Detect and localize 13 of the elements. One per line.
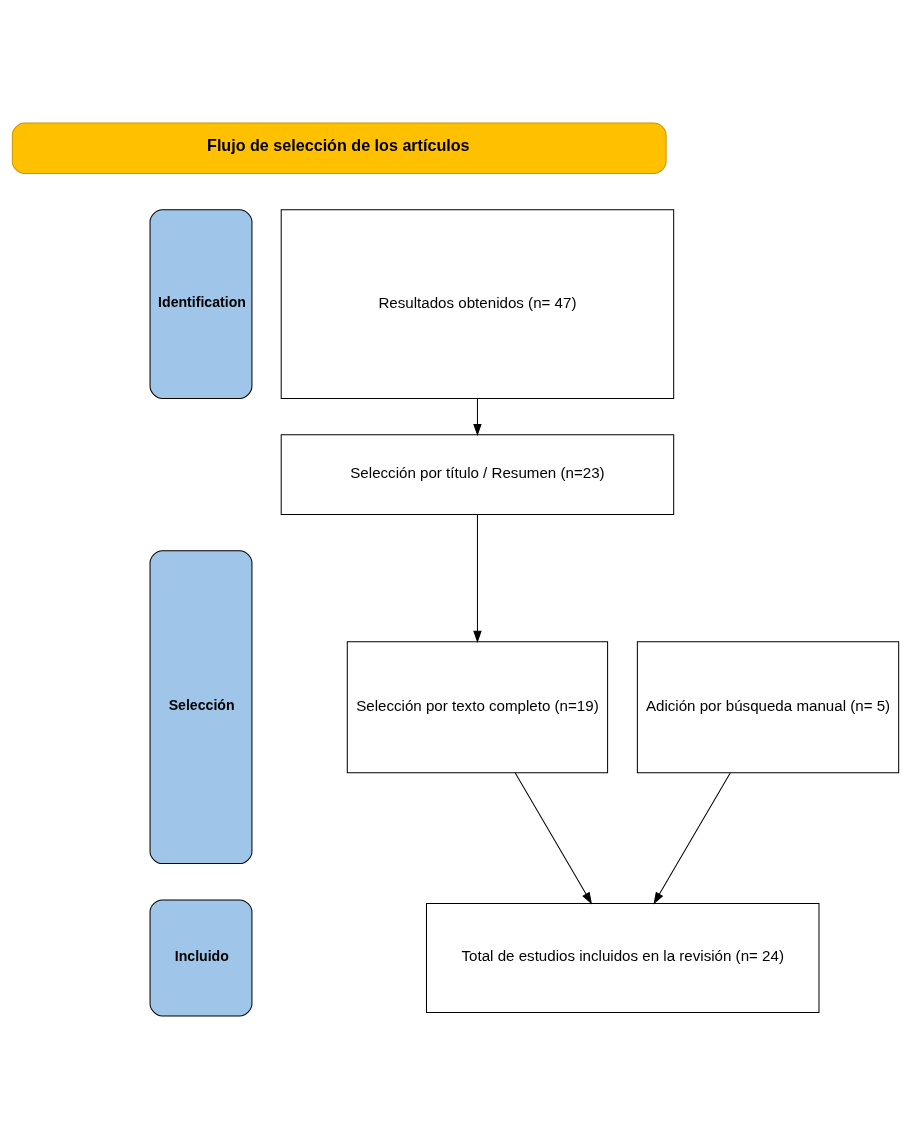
arrow	[473, 513, 482, 643]
arrow	[473, 397, 482, 436]
node-box: Selección por título / Resumen (n=23)	[280, 433, 675, 515]
arrow	[514, 771, 593, 904]
arrow	[653, 771, 731, 904]
node-box: Selección por texto completo (n=19)	[346, 640, 609, 773]
node-box: Resultados obtenidos (n= 47)	[280, 208, 675, 399]
node-box: Total de estudios incluidos en la revisión (n= 24)	[426, 902, 820, 1013]
node-box: Selección	[149, 549, 253, 864]
node-box: Flujo de selección de los artículos	[11, 122, 667, 174]
node-box: Identification	[149, 208, 253, 399]
node-box: Adición por búsqueda manual (n= 5)	[636, 640, 900, 773]
node-box: Incluido	[149, 898, 253, 1016]
